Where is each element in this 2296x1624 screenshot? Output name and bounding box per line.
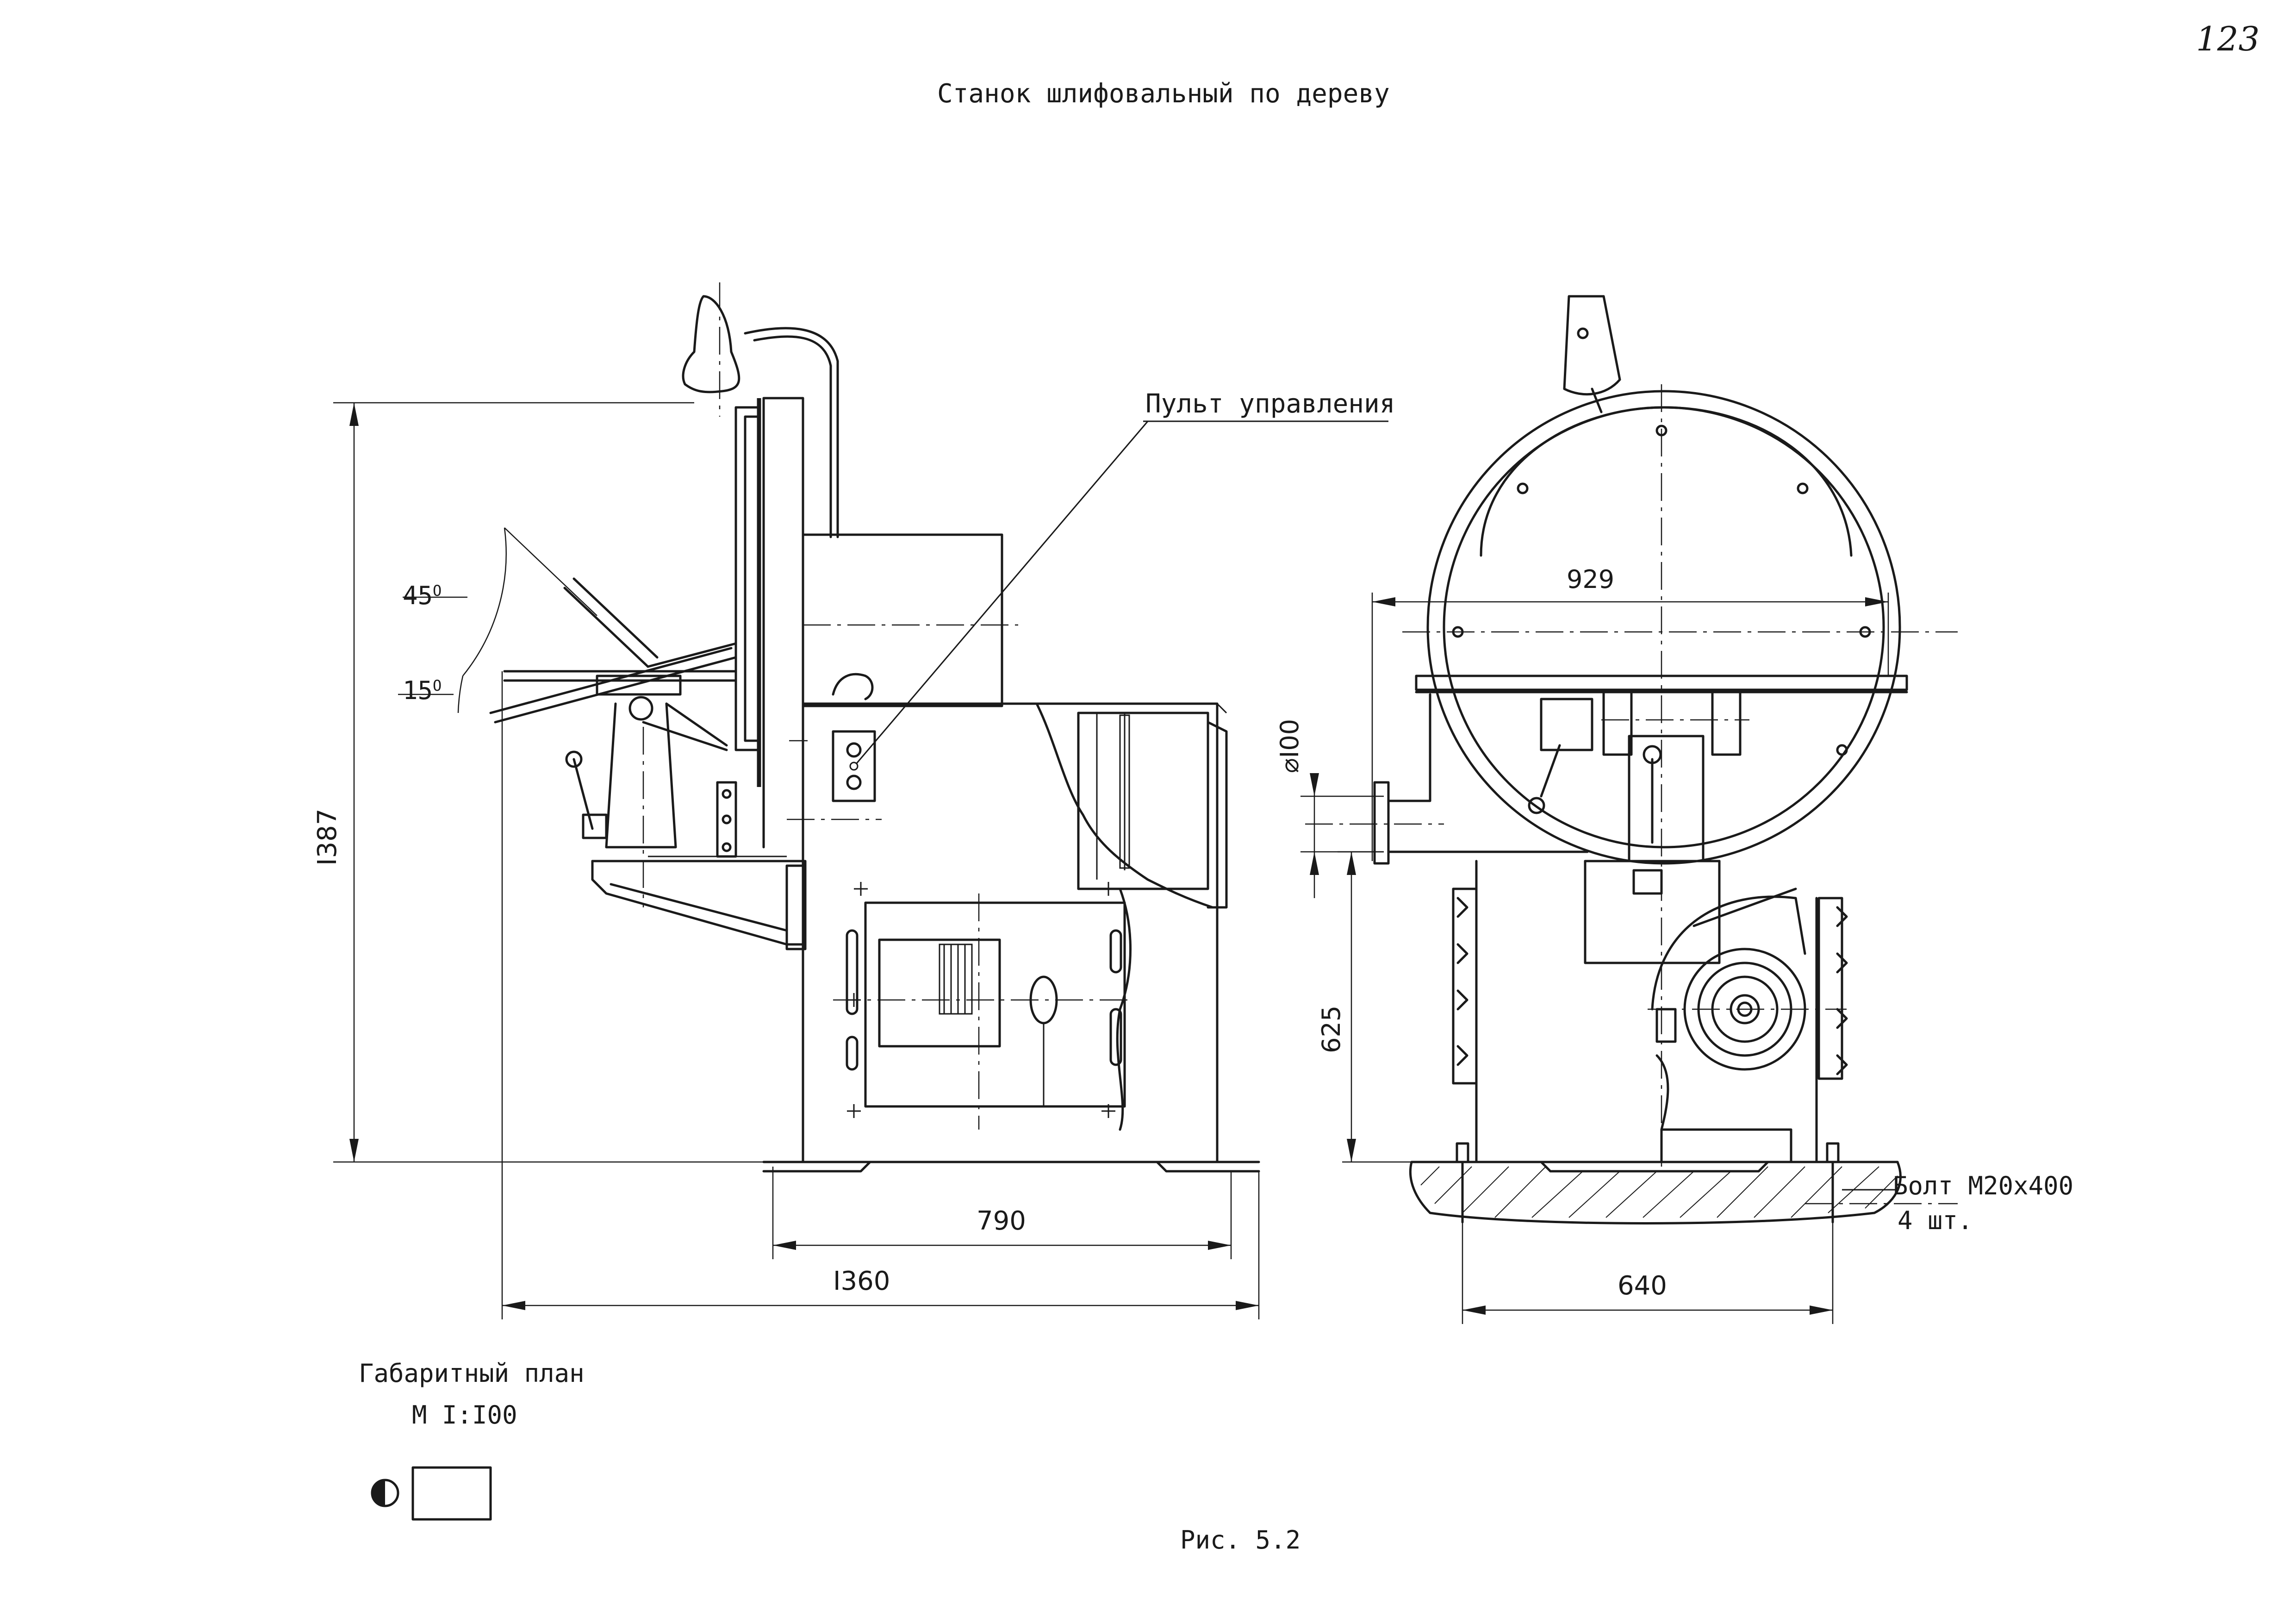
disc-diameter-dimension-929: 929 — [1567, 565, 1615, 594]
figure-caption: Рис. 5.2 — [1180, 1525, 1301, 1555]
control-panel-callout: Пульт управления — [1145, 389, 1395, 419]
base-width-dimension-790: 790 — [977, 1206, 1026, 1236]
bolt-note-line2: 4 шт. — [1898, 1206, 1973, 1235]
height-dimension-1387: I387 — [312, 808, 342, 866]
north-marker-symbol — [371, 1466, 492, 1521]
foundation-width-dimension-640: 640 — [1618, 1271, 1667, 1301]
angle-15-value: 15 — [403, 676, 433, 705]
angle-45-value: 45 — [403, 581, 433, 610]
angle-15-label: 15O — [403, 678, 442, 703]
side-elevation-view — [333, 282, 1388, 1319]
table-height-dimension-625: 625 — [1317, 1005, 1346, 1053]
angle-15-degree: O — [433, 677, 442, 694]
overall-width-dimension-1360: I360 — [833, 1266, 890, 1296]
plan-scale: М I:I00 — [412, 1400, 517, 1430]
angle-45-label: 45O — [403, 583, 442, 608]
angle-45-degree: O — [433, 582, 442, 600]
plan-label: Габаритный план — [359, 1359, 585, 1388]
drawing-title: Станок шлифовальный по дереву — [937, 79, 1390, 109]
front-elevation-view — [1300, 295, 1958, 1324]
bolt-note-line1: Болт М20х400 — [1893, 1171, 2074, 1200]
outlet-diameter-dimension: ⌀I00 — [1275, 718, 1304, 773]
page-number: 123 — [2196, 19, 2260, 58]
